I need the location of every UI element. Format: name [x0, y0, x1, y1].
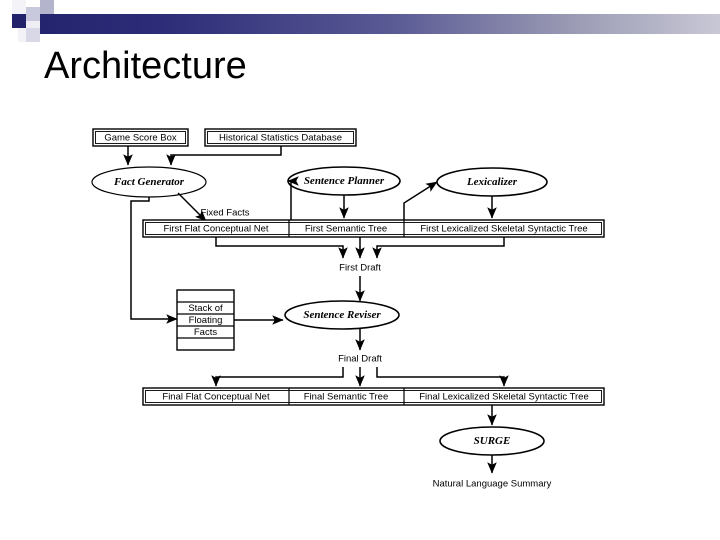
deco-square-dark [12, 14, 26, 28]
deco-square-lower [26, 28, 40, 42]
deco-square-bottomleft [18, 28, 26, 42]
process-sentence-reviser: Sentence Reviser [284, 300, 400, 330]
final-semantic-tree-cell: Final Semantic Tree [304, 392, 388, 403]
title-gradient-bar [40, 14, 720, 34]
first-representations-row: First Flat Conceptual Net First Semantic… [142, 219, 605, 238]
architecture-diagram: Game Score Box Historical Statistics Dat… [0, 105, 720, 525]
final-representations-row: Final Flat Conceptual Net Final Semantic… [142, 387, 605, 406]
edge-label-first-draft: First Draft [339, 263, 381, 274]
stack-row-1: Stack of [188, 303, 223, 314]
process-fact-generator: Fact Generator [91, 166, 207, 198]
edge-histstats-to-factgen [166, 146, 282, 166]
process-lexicalizer-label: Lexicalizer [466, 176, 518, 188]
output-natural-language-summary: Natural Language Summary [433, 479, 552, 490]
edge-firstsemantic-to-planner [287, 176, 299, 231]
edge-finaldraft-to-finallex [376, 367, 509, 387]
input-box-game-score-label: Game Score Box [104, 133, 177, 144]
edge-factgen-to-stack [130, 197, 178, 324]
page-title: Architecture [44, 45, 247, 87]
deco-square-light-upper [26, 7, 40, 21]
process-sentence-planner: Sentence Planner [287, 166, 401, 196]
input-box-historical-stats-label: Historical Statistics Database [219, 133, 342, 144]
edge-factgen-to-firstflatnet [177, 192, 207, 222]
final-lexicalized-tree-cell: Final Lexicalized Skeletal Syntactic Tre… [419, 392, 589, 403]
edge-firstflat-to-firstdraft [215, 237, 348, 259]
edge-label-fixed-facts: Fixed Facts [200, 208, 249, 219]
stack-row-2: Floating [189, 315, 223, 326]
stack-row-3: Facts [194, 327, 217, 338]
edge-finaldraft-to-finalflat [211, 367, 344, 387]
first-flat-conceptual-net-cell: First Flat Conceptual Net [163, 224, 268, 235]
first-semantic-tree-cell: First Semantic Tree [305, 224, 387, 235]
process-surge: SURGE [439, 426, 545, 456]
process-fact-generator-label: Fact Generator [113, 176, 185, 188]
stack-of-floating-facts: Stack of Floating Facts [176, 289, 235, 351]
edge-firstlex-to-firstdraft [372, 237, 505, 259]
first-lexicalized-tree-cell: First Lexicalized Skeletal Syntactic Tre… [420, 224, 587, 235]
input-box-historical-stats: Historical Statistics Database [204, 128, 357, 147]
deco-square-light-top [40, 0, 54, 14]
deco-square-pale-topleft [12, 0, 26, 14]
process-surge-label: SURGE [474, 435, 511, 447]
process-sentence-reviser-label: Sentence Reviser [303, 309, 381, 321]
process-sentence-planner-label: Sentence Planner [304, 175, 385, 187]
final-flat-conceptual-net-cell: Final Flat Conceptual Net [162, 392, 270, 403]
process-lexicalizer: Lexicalizer [436, 167, 548, 197]
edge-label-final-draft: Final Draft [338, 354, 382, 365]
deco-square-faint [26, 21, 40, 28]
slide-header-decoration [0, 0, 720, 48]
input-box-game-score: Game Score Box [92, 128, 189, 147]
